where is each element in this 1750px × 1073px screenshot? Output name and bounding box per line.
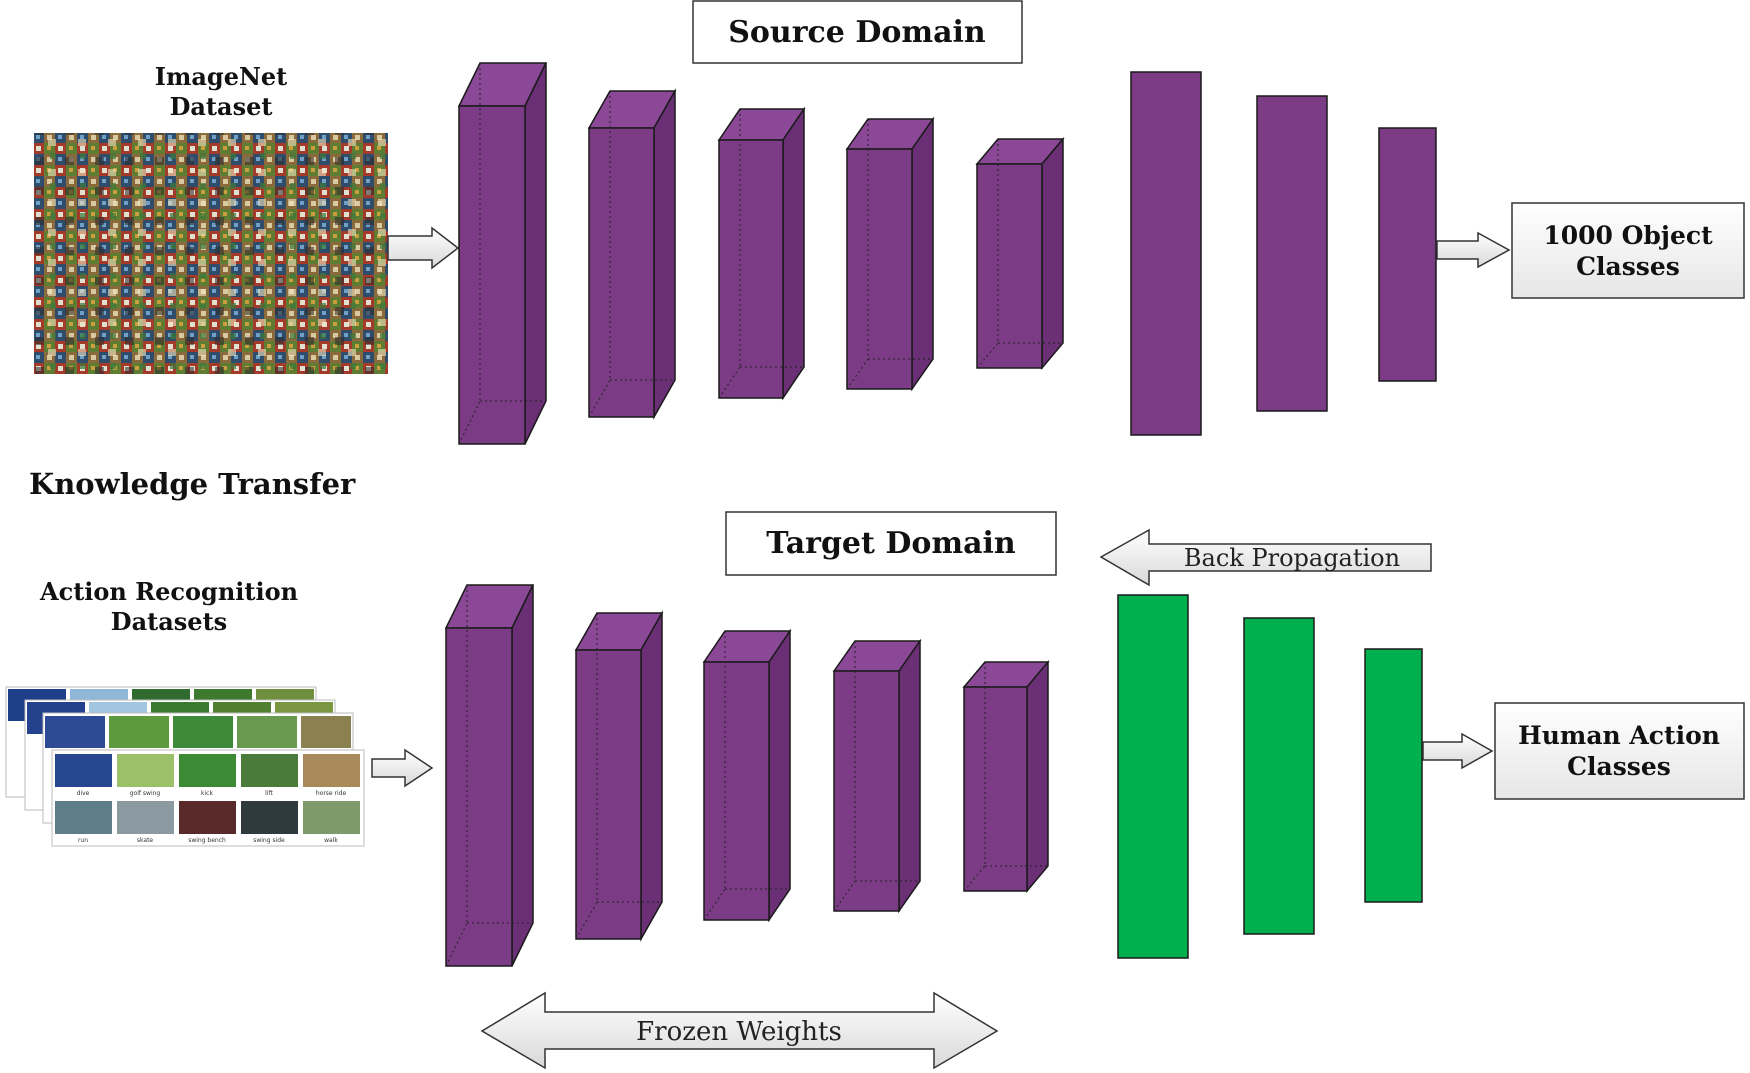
object-classes-output-box: 1000 Object Classes	[1511, 202, 1745, 299]
thumb-caption-5: horse ride	[316, 790, 347, 797]
source-conv-blocks	[457, 62, 1065, 445]
source-domain-title-box: Source Domain	[692, 0, 1023, 64]
source-conv-block-3-front-face	[718, 139, 784, 399]
source-output-arrow	[1436, 231, 1511, 269]
source-conv-block-2-hidden-edge	[588, 379, 611, 418]
human-action-line2: Classes	[1567, 752, 1671, 781]
target-conv-block-3-side-face	[768, 628, 791, 923]
source-domain-title: Source Domain	[728, 15, 986, 50]
source-fc-layers	[1130, 71, 1437, 436]
target-domain-title-box: Target Domain	[725, 511, 1057, 576]
stacked-frame-front: dive golf swing kick lift horse ride run…	[51, 749, 365, 847]
source-conv-block-5-hidden-edge	[976, 342, 999, 369]
target-conv-block-5-hidden-edge	[963, 865, 986, 892]
target-conv-block-1-side-face	[511, 584, 534, 967]
human-action-line1: Human Action	[1518, 721, 1720, 750]
target-conv-block-5	[962, 659, 1050, 894]
source-input-arrow	[387, 226, 460, 270]
source-conv-block-5-front-face	[976, 163, 1043, 369]
target-fc-layer-3	[1364, 648, 1423, 903]
object-classes-line2: Classes	[1576, 252, 1680, 281]
source-conv-block-1-side-face	[524, 62, 547, 445]
imagenet-label-line2: Dataset	[170, 92, 273, 121]
source-conv-block-3-side-face	[782, 106, 805, 401]
target-conv-block-4-side-face	[898, 638, 921, 914]
source-conv-block-5-side-face	[1041, 136, 1064, 371]
frozen-weights-arrow: Frozen Weights	[480, 991, 999, 1070]
imagenet-label-line1: ImageNet	[155, 62, 288, 91]
frozen-weights-label: Frozen Weights	[636, 1017, 842, 1047]
target-conv-block-5-front-face	[963, 686, 1028, 892]
target-conv-block-4-front-face	[833, 670, 900, 912]
target-conv-block-2	[574, 610, 664, 942]
source-conv-block-3-hidden-edge	[718, 366, 741, 399]
target-conv-block-2-front-face	[575, 649, 642, 940]
action-recognition-label-line2: Datasets	[111, 607, 227, 636]
source-fc-layer-1	[1130, 71, 1202, 436]
target-fc-layer-2	[1243, 617, 1315, 935]
thumb-caption-9: swing side	[253, 837, 285, 844]
source-conv-block-4-front-face	[846, 148, 913, 390]
thumb-caption-10: walk	[324, 837, 338, 844]
thumb-caption-1: dive	[77, 790, 90, 797]
source-conv-block-1	[457, 62, 548, 445]
target-conv-block-4-hidden-edge	[833, 880, 856, 912]
source-fc-layer-3	[1378, 127, 1437, 382]
target-conv-block-3-front-face	[703, 661, 770, 921]
human-action-output-box: Human Action Classes	[1494, 702, 1745, 800]
target-fc-layers	[1117, 594, 1423, 959]
back-propagation-arrow: Back Propagation	[1099, 528, 1432, 587]
target-conv-block-4	[832, 638, 922, 914]
target-output-arrow	[1422, 732, 1494, 770]
source-conv-block-2-front-face	[588, 127, 655, 418]
target-conv-block-2-hidden-edge	[575, 901, 598, 940]
thumb-caption-7: skate	[137, 837, 154, 844]
thumb-caption-2: golf swing	[130, 790, 161, 797]
target-domain-title: Target Domain	[766, 526, 1016, 561]
source-conv-block-4-hidden-edge	[846, 358, 869, 390]
imagenet-mosaic-image	[34, 133, 388, 374]
source-conv-block-3	[717, 106, 806, 401]
thumb-caption-4: lift	[265, 790, 273, 797]
source-conv-block-1-front-face	[458, 105, 526, 445]
target-conv-block-1-front-face	[445, 627, 513, 967]
back-propagation-label: Back Propagation	[1184, 544, 1400, 572]
target-input-arrow	[371, 748, 434, 788]
source-fc-layer-2	[1256, 95, 1328, 412]
target-conv-block-3	[702, 628, 792, 923]
source-conv-block-4	[845, 116, 935, 392]
target-conv-block-1	[444, 584, 535, 967]
imagenet-label: ImageNet Dataset	[155, 62, 288, 121]
source-conv-block-4-side-face	[911, 116, 934, 392]
object-classes-line1: 1000 Object	[1543, 221, 1713, 250]
source-conv-block-2-side-face	[653, 88, 676, 420]
target-conv-block-5-side-face	[1026, 659, 1049, 894]
thumb-caption-6: run	[78, 837, 88, 844]
thumb-caption-8: swing bench	[188, 837, 226, 844]
source-conv-block-5	[975, 136, 1065, 371]
thumb-caption-3: kick	[201, 790, 213, 797]
knowledge-transfer-label: Knowledge Transfer	[29, 467, 356, 501]
action-recognition-label-line1: Action Recognition	[39, 577, 298, 606]
target-fc-layer-1	[1117, 594, 1189, 959]
action-recognition-label: Action Recognition Datasets	[39, 577, 298, 636]
action-dataset-stack-image: dive golf swing kick lift horse ride run…	[5, 686, 365, 847]
target-conv-blocks	[444, 584, 1050, 967]
source-conv-block-2	[587, 88, 677, 420]
target-conv-block-3-hidden-edge	[703, 888, 726, 921]
target-conv-block-2-side-face	[640, 610, 663, 942]
